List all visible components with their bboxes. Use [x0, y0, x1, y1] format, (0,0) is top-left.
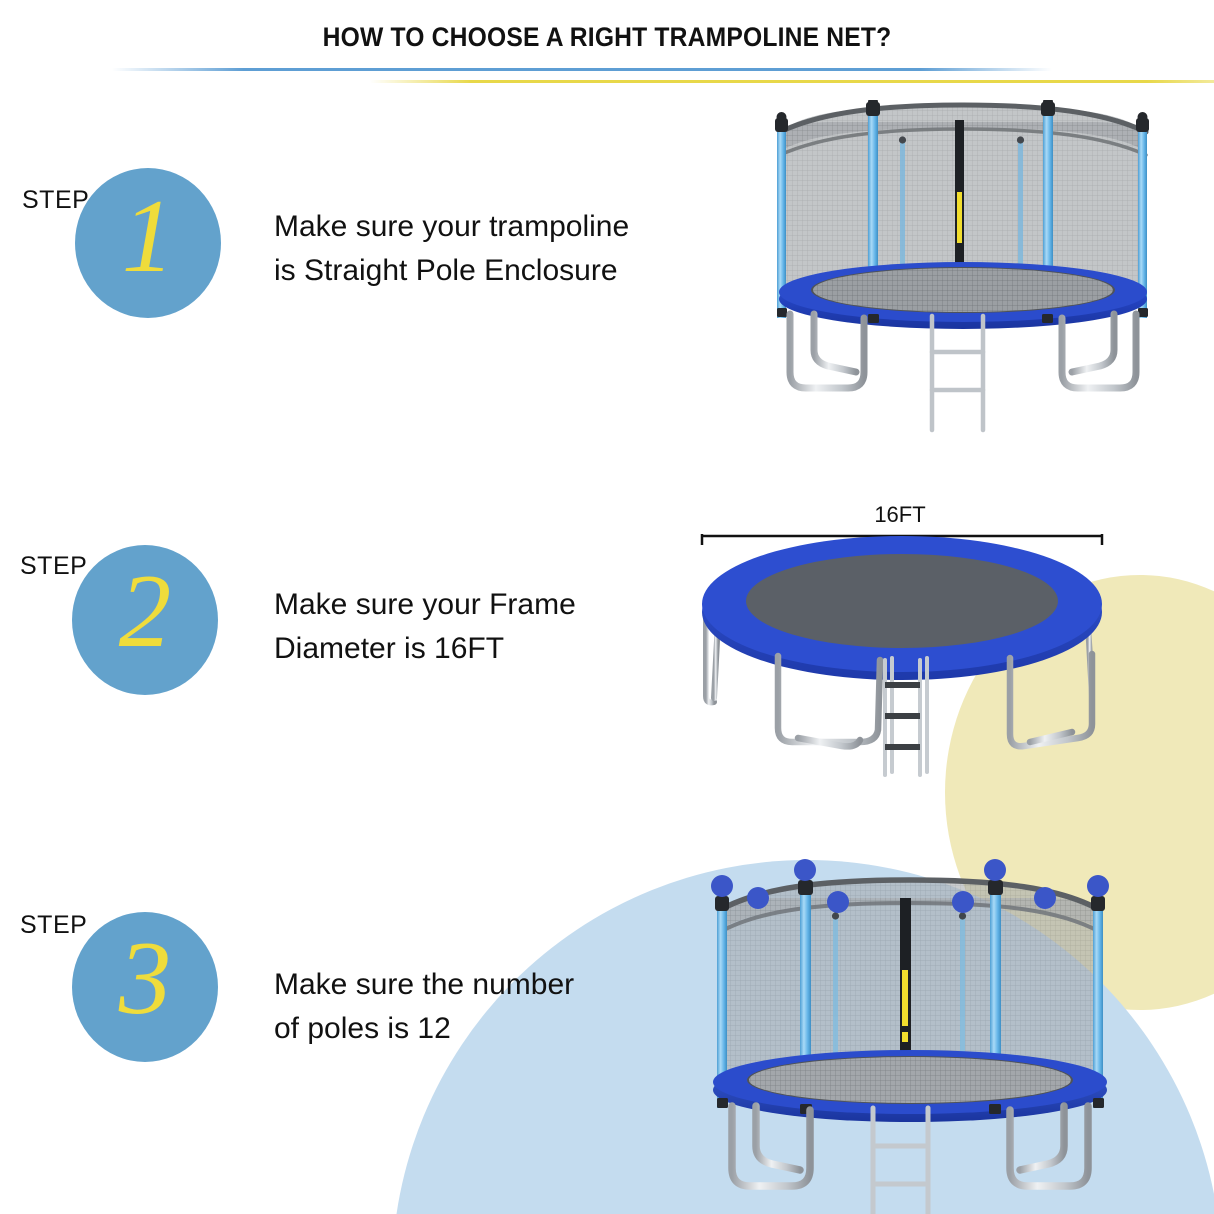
- step-badge-1: [75, 168, 221, 318]
- step-description-2: Make sure your Frame Diameter is 16FT: [274, 588, 576, 665]
- step-badge-3: [72, 912, 218, 1062]
- step-number-3: 3: [118, 919, 172, 1036]
- illustration-trampoline-diameter: 16FT: [700, 502, 1104, 777]
- step-number-1: 1: [121, 177, 175, 294]
- divider-yellow: [370, 80, 1214, 83]
- step-label-1: STEP: [22, 186, 90, 214]
- illustration-trampoline-poles: [711, 859, 1109, 1214]
- step-description-3: Make sure the number of poles is 12: [274, 968, 575, 1045]
- step-label-2: STEP: [20, 552, 88, 580]
- divider-blue: [112, 68, 1052, 71]
- step-label-3: STEP: [20, 911, 88, 939]
- step-description-1: Make sure your trampoline is Straight Po…: [274, 210, 630, 287]
- step-badge-2: [72, 545, 218, 695]
- pole-marker-dots: [711, 859, 1109, 913]
- dimension-label: 16FT: [874, 502, 925, 527]
- illustration-trampoline-enclosure: [775, 100, 1149, 433]
- step-number-2: 2: [118, 552, 172, 669]
- page-title: HOW TO CHOOSE A RIGHT TRAMPOLINE NET?: [322, 22, 892, 52]
